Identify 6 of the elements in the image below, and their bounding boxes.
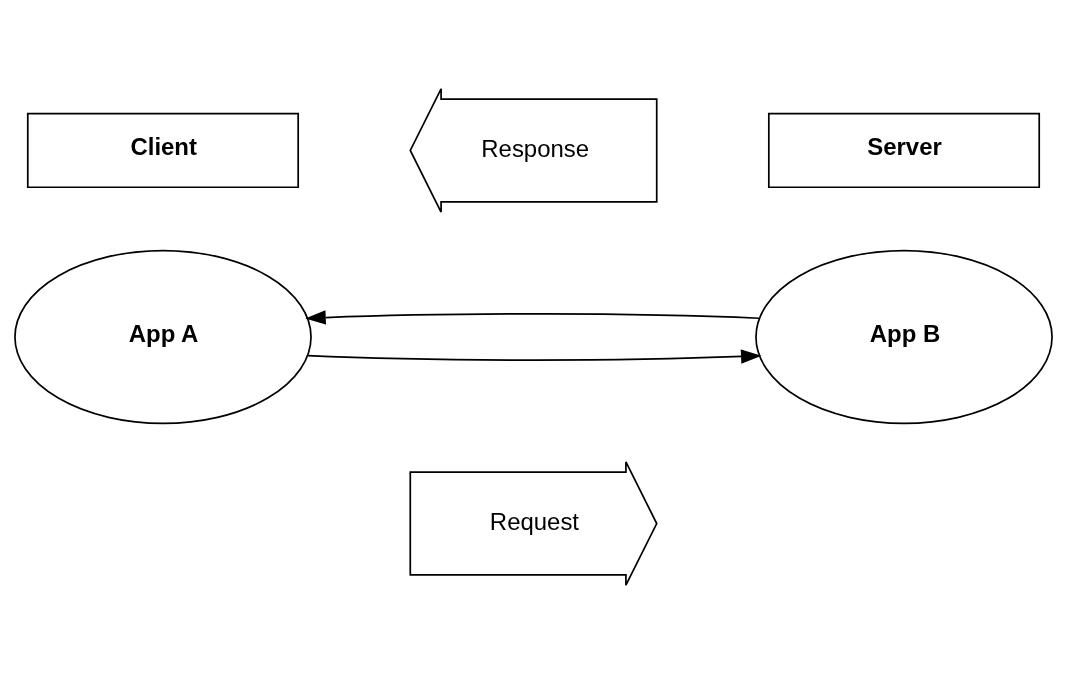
arrow bbox=[305, 309, 760, 325]
node-ellipse: App B bbox=[755, 249, 1053, 424]
arrow bbox=[306, 348, 762, 364]
node-box: Server bbox=[767, 112, 1041, 188]
node-ellipse: App A bbox=[14, 249, 312, 424]
node-box: Client bbox=[26, 112, 300, 188]
